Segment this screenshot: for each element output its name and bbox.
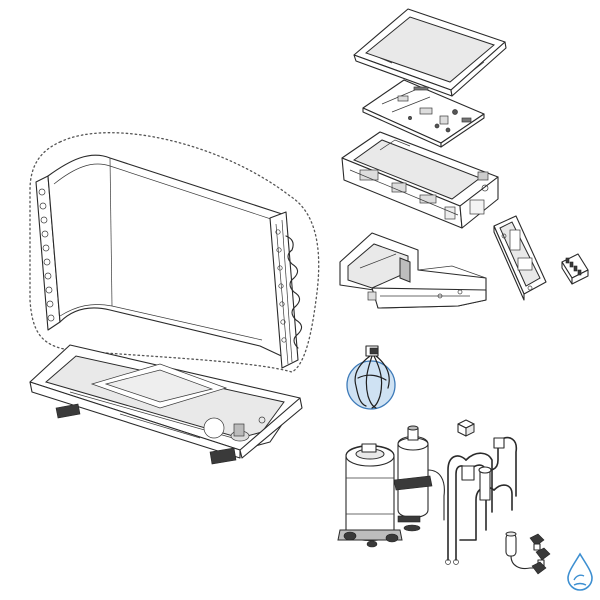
condenser-coil-part[interactable] <box>29 132 320 373</box>
sensor-part[interactable] <box>505 531 539 570</box>
compressor-part[interactable] <box>337 443 403 548</box>
top-cover-part[interactable] <box>353 8 507 97</box>
sensor-cap-part[interactable] <box>457 419 475 437</box>
terminal-block-part[interactable] <box>561 253 589 285</box>
control-board-part[interactable] <box>362 79 485 148</box>
fan-motor-bracket-part[interactable] <box>339 232 487 309</box>
base-pan-part[interactable] <box>29 344 303 465</box>
terminal-bracket-part[interactable] <box>493 215 547 301</box>
brand-logo <box>567 552 593 591</box>
valve-fittings-part[interactable] <box>529 533 551 575</box>
electrical-box-part[interactable] <box>341 131 499 229</box>
expansion-valve-part[interactable] <box>346 345 396 410</box>
accumulator-part[interactable] <box>393 425 445 532</box>
piping-assembly-part[interactable] <box>445 436 518 565</box>
